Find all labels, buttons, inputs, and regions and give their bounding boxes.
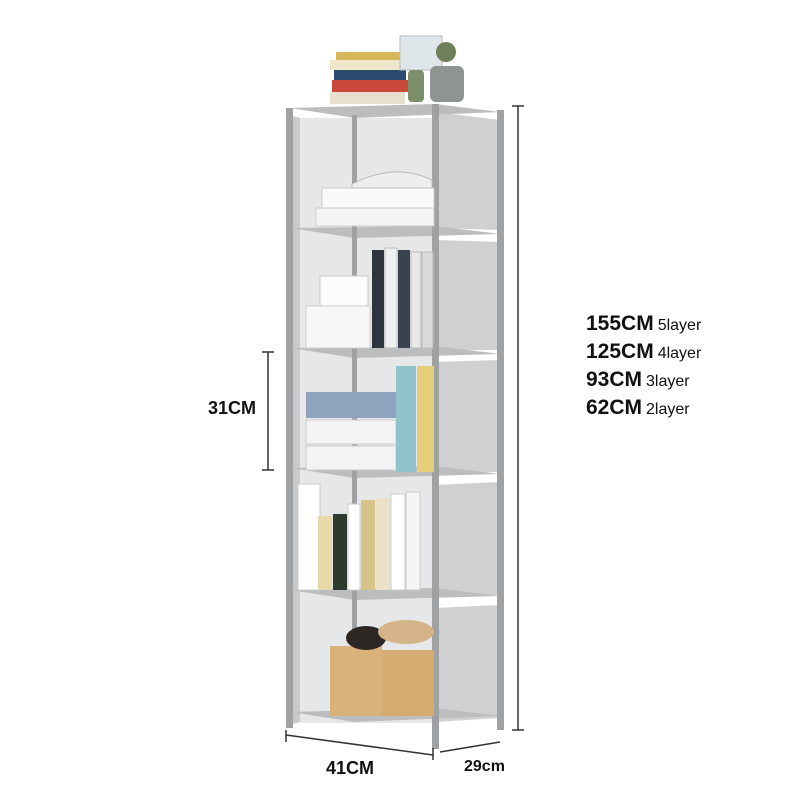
shelf1-contents [315, 171, 435, 227]
shelf2-contents [305, 247, 434, 349]
height-value: 155CM [586, 312, 654, 335]
depth-label: 29cm [464, 758, 505, 775]
shelf4-contents [297, 483, 421, 591]
height-value: 62CM [586, 396, 643, 419]
shelf-height-label: 31CM [208, 398, 257, 418]
shelf-right-panels [435, 112, 500, 722]
height-value: 125CM [586, 340, 654, 363]
layer-count: 4layer [657, 345, 702, 362]
layer-count: 3layer [646, 373, 690, 390]
height-value: 93CM [586, 368, 643, 391]
dimension-guides [262, 105, 524, 760]
layer-count: 5layer [657, 317, 702, 334]
width-label: 41CM [326, 758, 375, 778]
shelf3-contents [305, 366, 434, 472]
shelf5-contents [330, 620, 434, 716]
top-decor [330, 35, 464, 104]
layer-count: 2layer [646, 401, 690, 418]
